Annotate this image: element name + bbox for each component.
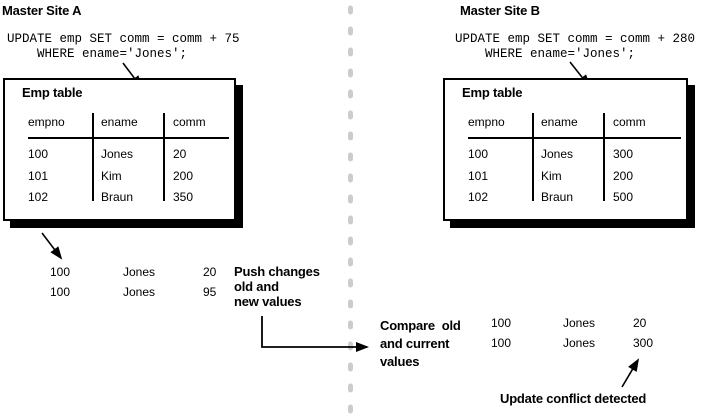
- table-cell: 350: [173, 190, 194, 204]
- table-row: 102 Braun 350: [28, 191, 193, 204]
- arrow-conflict-to-value-icon: [621, 358, 640, 388]
- table-row: 101 Kim 200: [468, 170, 633, 183]
- table-cell: Jones: [541, 147, 574, 161]
- column-header: ename: [541, 115, 578, 129]
- table-cell: 101: [468, 169, 489, 183]
- compared-values-row: 100 Jones 20: [491, 317, 646, 330]
- emp-table-b: Emp table empno ename comm 100 Jones 300…: [443, 78, 688, 221]
- value-cell: 20: [203, 265, 217, 279]
- value-cell: 100: [50, 265, 71, 279]
- table-cell: 102: [28, 190, 49, 204]
- value-cell: 95: [203, 285, 217, 299]
- header-underline: [468, 137, 681, 139]
- column-header: comm: [173, 115, 206, 129]
- column-header: ename: [101, 115, 138, 129]
- column-header: empno: [28, 115, 65, 129]
- table-cell: 100: [28, 147, 49, 161]
- value-cell: Jones: [123, 265, 156, 279]
- value-cell: 20: [633, 316, 647, 330]
- value-cell: 300: [633, 336, 654, 350]
- emp-table-a-header-row: empno ename comm: [28, 116, 206, 129]
- table-cell: Braun: [101, 190, 134, 204]
- column-divider: [92, 113, 94, 201]
- arrow-push-to-compare-icon: [261, 316, 369, 352]
- value-cell: 100: [491, 316, 512, 330]
- value-cell: Jones: [563, 336, 596, 350]
- table-cell: 102: [468, 190, 489, 204]
- table-cell: 300: [613, 147, 634, 161]
- column-header: comm: [613, 115, 646, 129]
- table-row: 101 Kim 200: [28, 170, 193, 183]
- table-row: 100 Jones 300: [468, 148, 633, 161]
- table-cell: 200: [613, 169, 634, 183]
- value-cell: 100: [491, 336, 512, 350]
- table-cell: 101: [28, 169, 49, 183]
- column-divider: [163, 113, 165, 201]
- table-cell: 100: [468, 147, 489, 161]
- compared-values-row: 100 Jones 300: [491, 337, 653, 350]
- arrow-table-a-to-pushed-values-icon: [41, 232, 63, 260]
- value-cell: Jones: [123, 285, 156, 299]
- table-cell: Kim: [541, 169, 562, 183]
- emp-table-b-title: Emp table: [462, 85, 523, 100]
- pushed-values-row: 100 Jones 95: [50, 286, 216, 299]
- table-row: 102 Braun 500: [468, 191, 633, 204]
- pushed-values-row: 100 Jones 20: [50, 266, 216, 279]
- update-conflict-label: Update conflict detected: [500, 391, 647, 406]
- value-cell: 100: [50, 285, 71, 299]
- table-row: 100 Jones 20: [28, 148, 186, 161]
- site-b-sql-statement: UPDATE emp SET comm = comm + 280 WHERE e…: [455, 32, 696, 61]
- site-a-title: Master Site A: [2, 3, 82, 18]
- emp-table-b-header-row: empno ename comm: [468, 116, 646, 129]
- table-cell: Jones: [101, 147, 134, 161]
- table-cell: Kim: [101, 169, 122, 183]
- site-a-sql-statement: UPDATE emp SET comm = comm + 75 WHERE en…: [7, 32, 240, 61]
- header-underline: [28, 137, 229, 139]
- column-divider: [532, 113, 534, 201]
- emp-table-a: Emp table empno ename comm 100 Jones 20 …: [3, 78, 236, 221]
- push-changes-label: Push changes old and new values: [234, 264, 320, 309]
- column-divider: [603, 113, 605, 201]
- column-header: empno: [468, 115, 505, 129]
- table-cell: Braun: [541, 190, 574, 204]
- compare-values-label: Compare old and current values: [380, 318, 461, 369]
- table-cell: 500: [613, 190, 634, 204]
- table-cell: 20: [173, 147, 187, 161]
- site-b-title: Master Site B: [460, 3, 540, 18]
- table-cell: 200: [173, 169, 194, 183]
- value-cell: Jones: [563, 316, 596, 330]
- emp-table-a-title: Emp table: [22, 85, 83, 100]
